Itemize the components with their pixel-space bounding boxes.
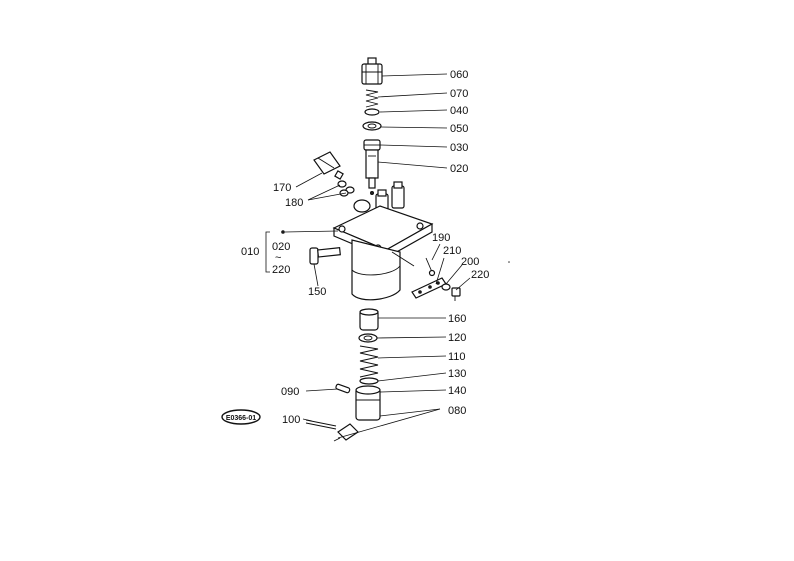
spring-seat-160 <box>359 308 379 331</box>
callout-130: 130 <box>448 368 466 380</box>
delivery-valve-holder <box>361 57 383 85</box>
washers-180 <box>337 180 355 197</box>
callout-040: 040 <box>450 105 468 117</box>
callout-110: 110 <box>448 351 466 363</box>
callout-030: 030 <box>450 142 468 154</box>
callout-010-range-start: 020 <box>272 241 290 253</box>
callout-140: 140 <box>448 385 466 397</box>
callout-010-range-end: 220 <box>272 264 290 276</box>
callout-220: 220 <box>471 269 489 281</box>
roller-080 <box>333 423 359 442</box>
callout-160: 160 <box>448 313 466 325</box>
tappet-140 <box>355 385 381 421</box>
pin-190 <box>425 257 436 277</box>
gasket-040 <box>364 108 380 116</box>
pin-100 <box>305 419 337 430</box>
delivery-valve-seat-020 <box>365 149 379 195</box>
pump-body <box>332 181 434 301</box>
plate-210 <box>411 277 447 299</box>
callout-020: 020 <box>450 163 468 175</box>
screw-220 <box>451 287 461 301</box>
callout-200: 200 <box>461 256 479 268</box>
washer-050 <box>362 121 382 131</box>
spring-110 <box>359 345 379 378</box>
pin-090 <box>335 383 351 394</box>
reference-stamp: E0366-01 <box>221 409 261 425</box>
callout-010: 010 <box>241 246 259 258</box>
fitting-170 <box>313 151 344 180</box>
washer-120 <box>358 333 378 343</box>
callout-labels: 060 070 040 050 030 020 170 180 010 020 … <box>241 69 489 426</box>
callout-120: 120 <box>448 332 466 344</box>
delivery-valve-spring <box>365 89 379 108</box>
callout-150: 150 <box>308 286 326 298</box>
reference-stamp-text: E0366-01 <box>226 415 256 422</box>
callout-080: 080 <box>448 405 466 417</box>
callout-210: 210 <box>443 245 461 257</box>
speck <box>508 261 510 263</box>
callout-190: 190 <box>432 232 450 244</box>
callout-060: 060 <box>450 69 468 81</box>
callout-170: 170 <box>273 182 291 194</box>
callout-100: 100 <box>282 414 300 426</box>
callout-090: 090 <box>281 386 299 398</box>
callout-070: 070 <box>450 88 468 100</box>
bolt-150 <box>309 247 341 265</box>
washer-200 <box>441 283 451 291</box>
leader-lines <box>265 73 471 439</box>
callout-180: 180 <box>285 197 303 209</box>
seat-130 <box>359 377 379 385</box>
callout-050: 050 <box>450 123 468 135</box>
callout-010-range-sep: ~ <box>275 252 281 264</box>
delivery-valve-030 <box>363 139 381 151</box>
